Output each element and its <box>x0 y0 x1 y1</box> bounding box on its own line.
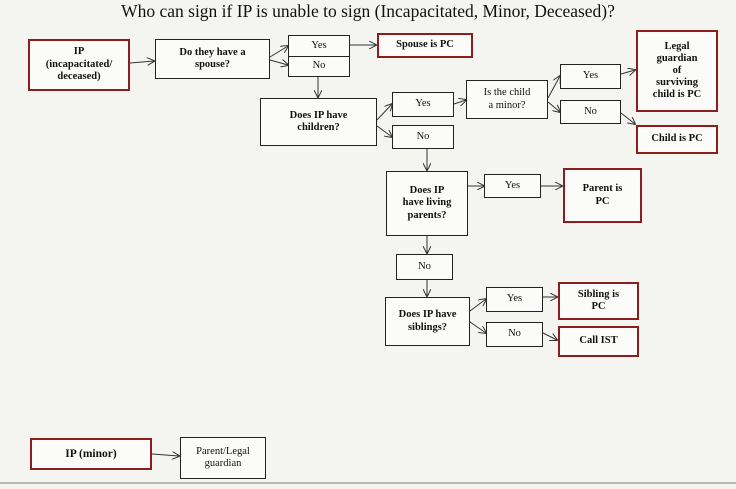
arrow-ip-minor-to-parent-guardian <box>151 454 179 456</box>
minor-no-node: No <box>560 100 621 124</box>
arrow-child-minor-question-to-yes <box>547 76 560 99</box>
arrow-yes-to-child-minor-question <box>453 100 466 104</box>
spouse-no-node: No <box>288 56 350 77</box>
arrow-ip-to-spouse-question <box>129 61 154 63</box>
child-minor-question-node: Is the child a minor? <box>466 80 548 119</box>
spouse-pc-node: Spouse is PC <box>377 33 473 58</box>
ip-minor-node: IP (minor) <box>30 438 152 470</box>
siblings-no-node: No <box>486 322 543 347</box>
parents-question-node: Does IP have living parents? <box>386 171 468 236</box>
parents-yes-node: Yes <box>484 174 541 198</box>
minor-yes-node: Yes <box>560 64 621 89</box>
ip-incapacitated-node: IP (incapacitated/ deceased) <box>28 39 130 91</box>
siblings-yes-node: Yes <box>486 287 543 312</box>
children-question-node: Does IP have children? <box>260 98 377 146</box>
parents-no-node: No <box>396 254 453 280</box>
parent-legal-guardian-node: Parent/Legal guardian <box>180 437 266 479</box>
arrow-siblings-question-to-no <box>469 321 486 333</box>
arrow-minor-yes-to-legal-guardian <box>620 70 635 74</box>
call-ist-node: Call IST <box>558 326 639 357</box>
arrow-minor-no-to-child-pc <box>620 112 635 124</box>
legal-guardian-pc-node: Legal guardian of surviving child is PC <box>636 30 718 112</box>
arrow-spouse-question-to-yes <box>269 46 288 58</box>
spouse-question-node: Do they have a spouse? <box>155 39 270 79</box>
arrow-child-minor-question-to-no <box>547 101 560 112</box>
arrow-children-question-to-no <box>376 125 392 137</box>
arrow-children-question-to-yes <box>376 104 392 121</box>
spouse-yes-node: Yes <box>288 35 350 57</box>
arrow-siblings-question-to-yes <box>469 299 486 312</box>
page-title: Who can sign if IP is unable to sign (In… <box>121 1 615 21</box>
arrow-spouse-question-to-no <box>269 60 288 65</box>
siblings-question-node: Does IP have siblings? <box>385 297 470 346</box>
page-bottom-rule <box>0 482 736 484</box>
children-no-node: No <box>392 125 454 149</box>
arrow-siblings-no-to-call-ist <box>542 332 557 340</box>
sibling-pc-node: Sibling is PC <box>558 282 639 320</box>
child-pc-node: Child is PC <box>636 125 718 154</box>
children-yes-node: Yes <box>392 92 454 117</box>
parent-pc-node: Parent is PC <box>563 168 642 223</box>
